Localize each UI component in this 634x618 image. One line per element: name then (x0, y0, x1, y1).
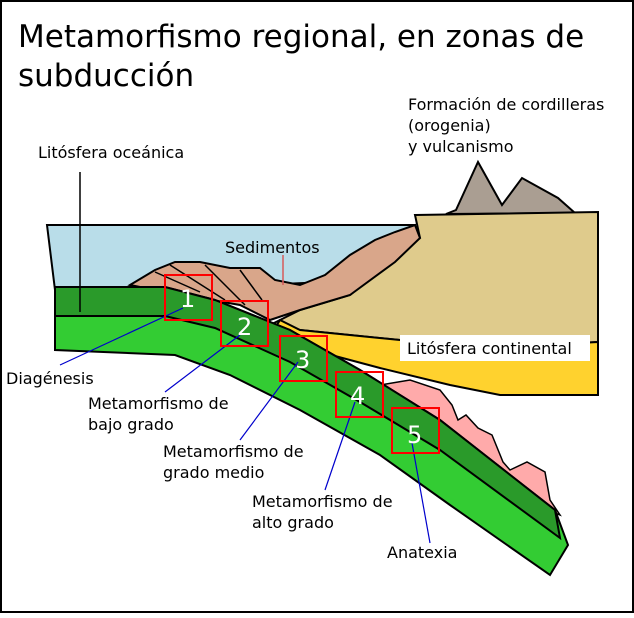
sediment-fold-lines (154, 264, 263, 306)
label-sedimentos: Sedimentos (225, 238, 320, 257)
zone-number-5: 5 (407, 421, 422, 449)
label-bajo-grado-2: bajo grado (88, 415, 174, 434)
leader-diagenesis (59, 307, 184, 366)
label-grado-medio-1: Metamorfismo de (163, 442, 304, 461)
title-line-1: Metamorfismo regional, en zonas de (18, 19, 584, 55)
label-litosfera-oceanica: Litósfera oceánica (38, 143, 184, 162)
label-litosfera-continental: Litósfera continental (407, 339, 572, 358)
zone-box-1 (164, 274, 213, 321)
label-continental-bg (400, 335, 590, 361)
label-bajo-grado-1: Metamorfismo de (88, 394, 229, 413)
label-diagenesis: Diagénesis (6, 369, 94, 388)
leader-anatexia (411, 442, 431, 544)
label-alto-grado-2: alto grado (252, 513, 334, 532)
label-cordilleras-1: Formación de cordilleras (408, 95, 604, 114)
leader-grado-medio (239, 361, 299, 441)
label-grado-medio-2: grado medio (163, 463, 264, 482)
zone-box-3 (279, 335, 328, 382)
zone-box-4 (335, 371, 384, 418)
zone-boxes (164, 274, 440, 454)
label-alto-grado-1: Metamorfismo de (252, 492, 393, 511)
zone-number-3: 3 (295, 346, 310, 374)
leader-bajo-grado (164, 334, 241, 393)
zone-number-1: 1 (180, 285, 195, 313)
label-cordilleras-3: y vulcanismo (408, 137, 514, 156)
zone-number-2: 2 (237, 313, 252, 341)
title-line-2: subducción (18, 58, 194, 94)
zone-number-4: 4 (350, 382, 365, 410)
zone-box-2 (220, 300, 269, 347)
zone-box-5 (391, 407, 440, 454)
label-anatexia: Anatexia (387, 543, 457, 562)
label-cordilleras-2: (orogenia) (408, 116, 491, 135)
